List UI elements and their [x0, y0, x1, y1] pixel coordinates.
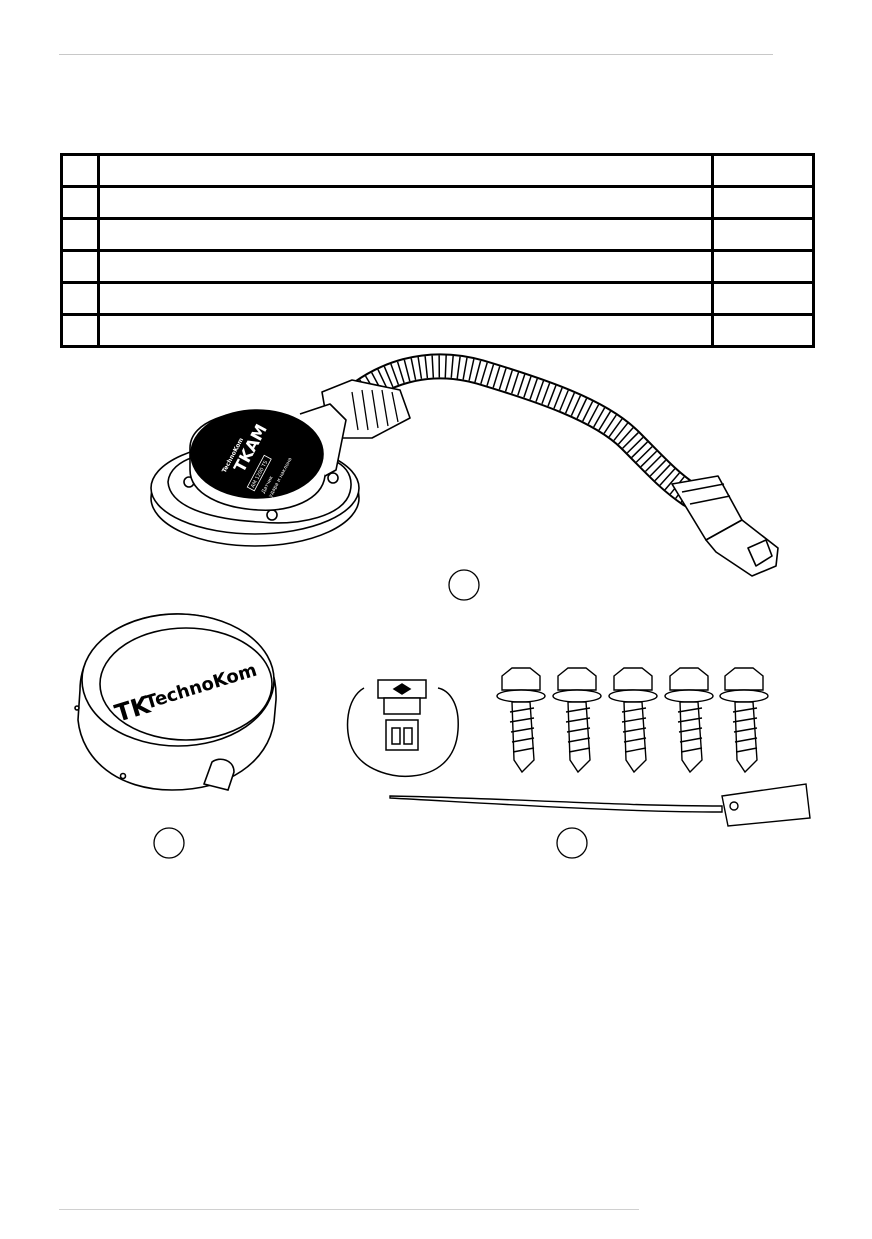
cell-name: [97, 281, 714, 316]
cell-qty: [711, 153, 815, 188]
protective-cap-icon: [74, 613, 277, 791]
table-row: [60, 313, 815, 348]
cell-name: [97, 153, 714, 188]
sensor-with-cable-icon: [150, 353, 779, 577]
table-row: [60, 185, 815, 220]
cell-number: [60, 217, 100, 252]
cell-name: [97, 313, 714, 348]
fuse-holder-icon: [346, 679, 459, 778]
cell-qty: [711, 217, 815, 252]
seal-tie-icon: [389, 783, 811, 827]
cell-number: [60, 249, 100, 284]
cell-qty: [711, 249, 815, 284]
table-row: [60, 153, 815, 188]
cell-qty: [711, 313, 815, 348]
self-tapping-screw-icon: [496, 667, 769, 774]
cell-name: [97, 185, 714, 220]
components-table: [60, 153, 815, 348]
cell-qty: [711, 281, 815, 316]
callout-circle-1: [448, 569, 480, 601]
header-rule: [59, 54, 773, 55]
table-row: [60, 217, 815, 252]
callout-circle-3: [556, 827, 588, 859]
callout-circle-2: [153, 827, 185, 859]
cell-number: [60, 313, 100, 348]
cell-qty: [711, 185, 815, 220]
cell-number: [60, 153, 100, 188]
table-row: [60, 249, 815, 284]
cell-number: [60, 185, 100, 220]
table-row: [60, 281, 815, 316]
cell-name: [97, 217, 714, 252]
cell-number: [60, 281, 100, 316]
footer-rule: [59, 1209, 639, 1210]
cell-name: [97, 249, 714, 284]
